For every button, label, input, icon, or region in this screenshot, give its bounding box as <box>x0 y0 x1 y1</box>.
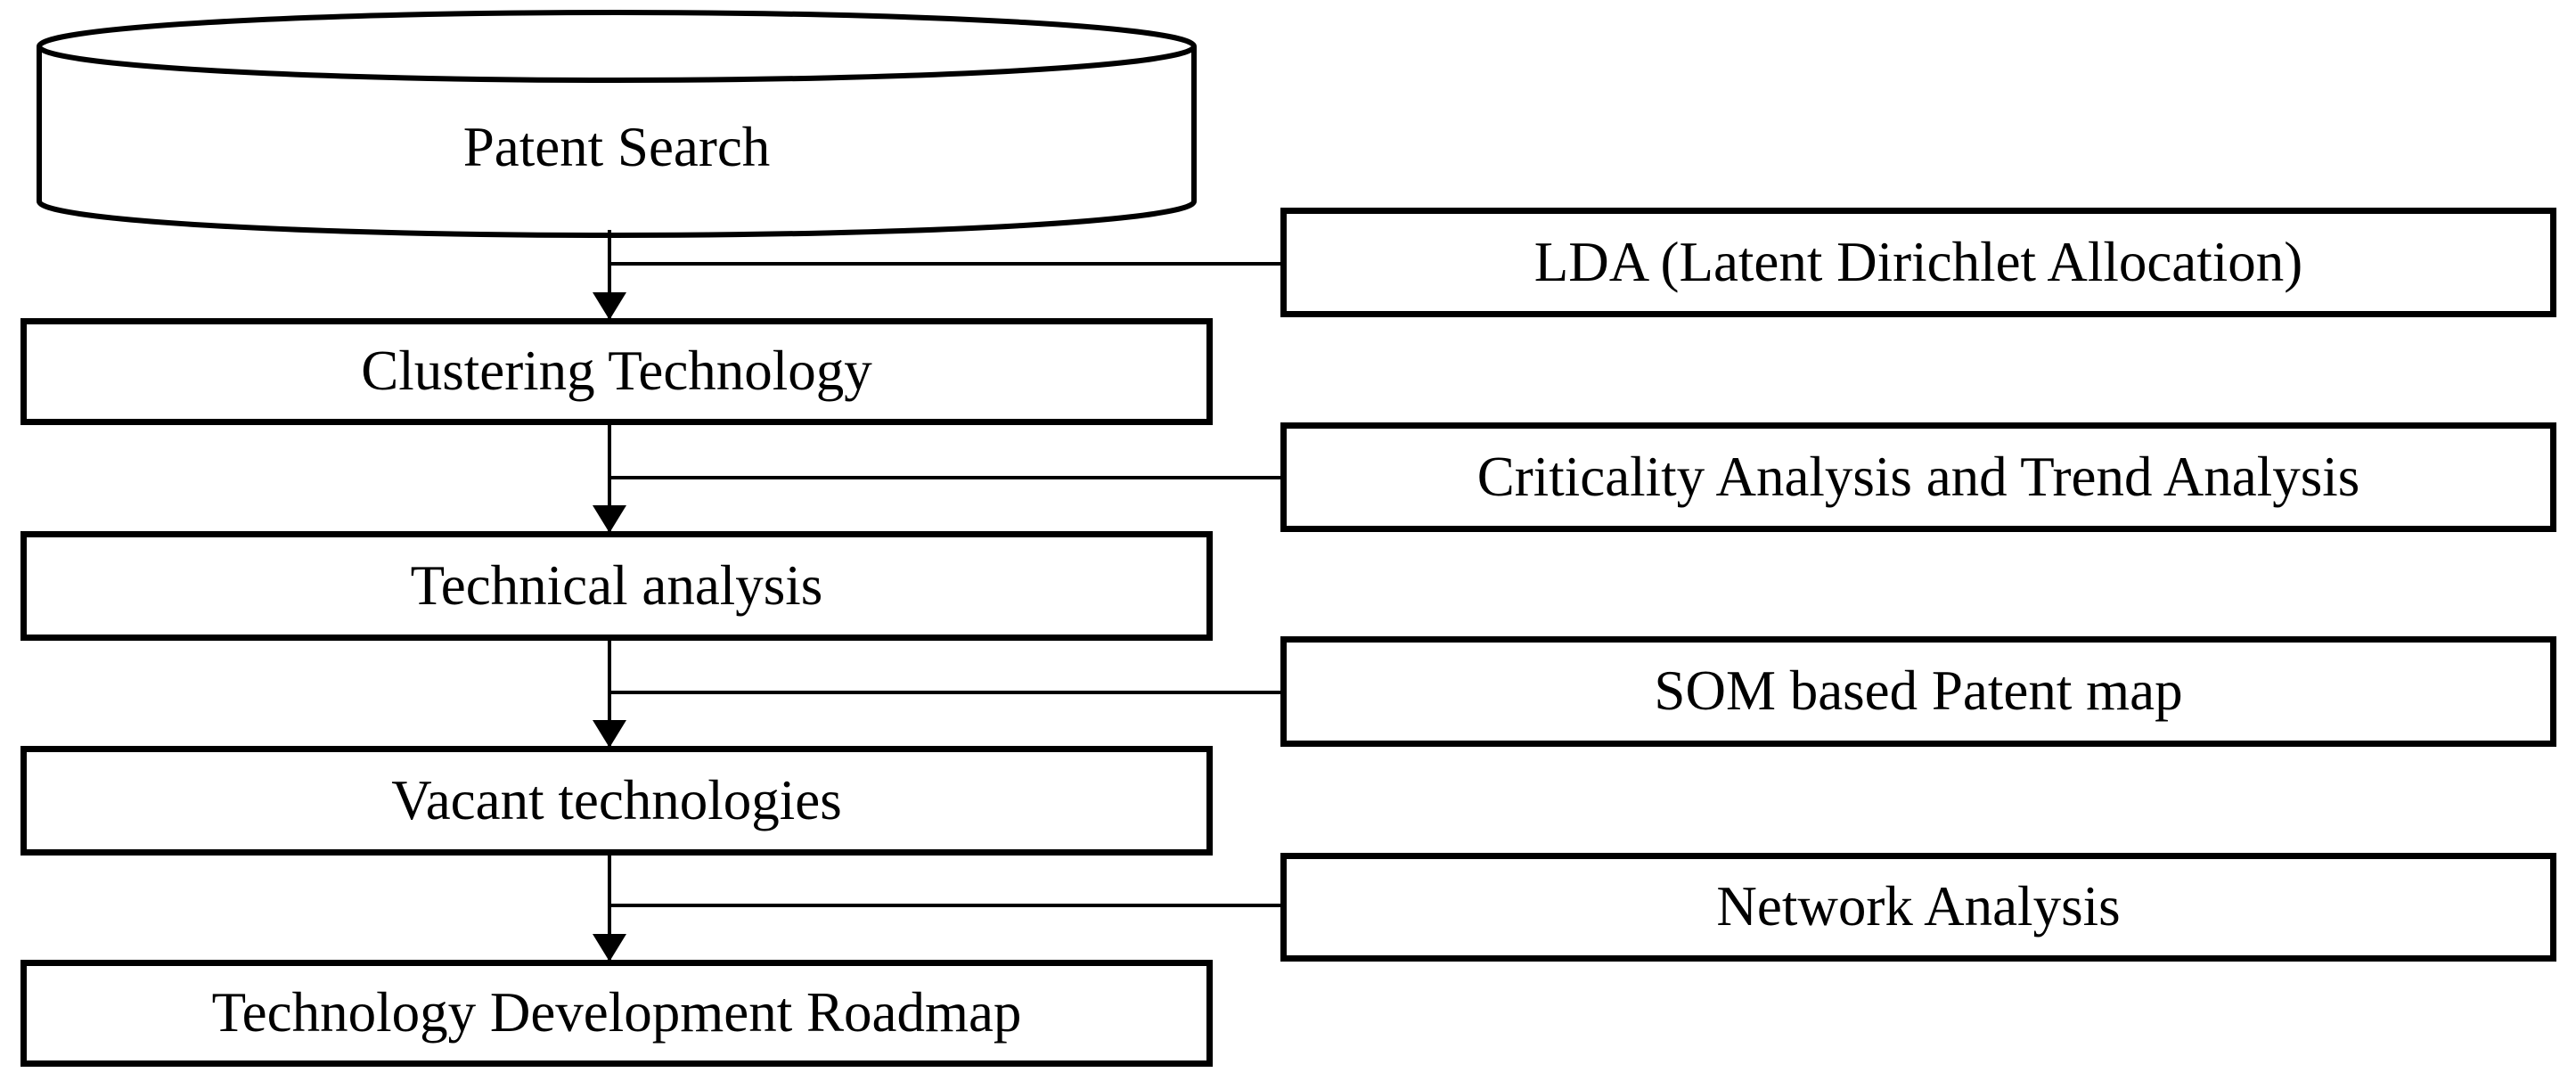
branch-line-lda <box>609 262 1280 266</box>
step-label: Vacant technologies <box>391 768 842 831</box>
method-label: Criticality Analysis and Trend Analysis <box>1476 445 2360 508</box>
step-label: Clustering Technology <box>361 340 872 403</box>
step-box-technology-development-roadmap: Technology Development Roadmap <box>20 960 1213 1067</box>
patent-search-label: Patent Search <box>462 115 771 178</box>
cylinder-top-ellipse <box>37 10 1197 83</box>
cylinder-bottom-arc <box>37 201 1197 238</box>
method-label: SOM based Patent map <box>1654 659 2183 723</box>
step-box-technical-analysis: Technical analysis <box>20 531 1213 641</box>
flow-arrowhead-4 <box>593 934 626 962</box>
cylinder-shape <box>37 10 1197 238</box>
step-box-clustering-technology: Clustering Technology <box>20 318 1213 425</box>
patent-search-cylinder <box>34 5 1199 241</box>
flow-arrowhead-3 <box>593 720 626 748</box>
step-label: Technical analysis <box>410 553 823 617</box>
branch-line-som <box>609 691 1280 694</box>
method-box-criticality-trend-analysis: Criticality Analysis and Trend Analysis <box>1280 422 2556 532</box>
flow-line-1 <box>608 230 611 319</box>
method-label: Network Analysis <box>1716 875 2121 938</box>
method-box-som-patent-map: SOM based Patent map <box>1280 636 2556 747</box>
step-label: Technology Development Roadmap <box>211 981 1022 1044</box>
method-box-lda: LDA (Latent Dirichlet Allocation) <box>1280 208 2556 317</box>
step-box-vacant-technologies: Vacant technologies <box>20 746 1213 856</box>
branch-line-network <box>609 904 1280 907</box>
flow-arrowhead-1 <box>593 292 626 320</box>
method-label: LDA (Latent Dirichlet Allocation) <box>1533 230 2303 293</box>
flow-arrowhead-2 <box>593 505 626 533</box>
method-box-network-analysis: Network Analysis <box>1280 853 2556 962</box>
branch-line-criticality <box>609 476 1280 479</box>
